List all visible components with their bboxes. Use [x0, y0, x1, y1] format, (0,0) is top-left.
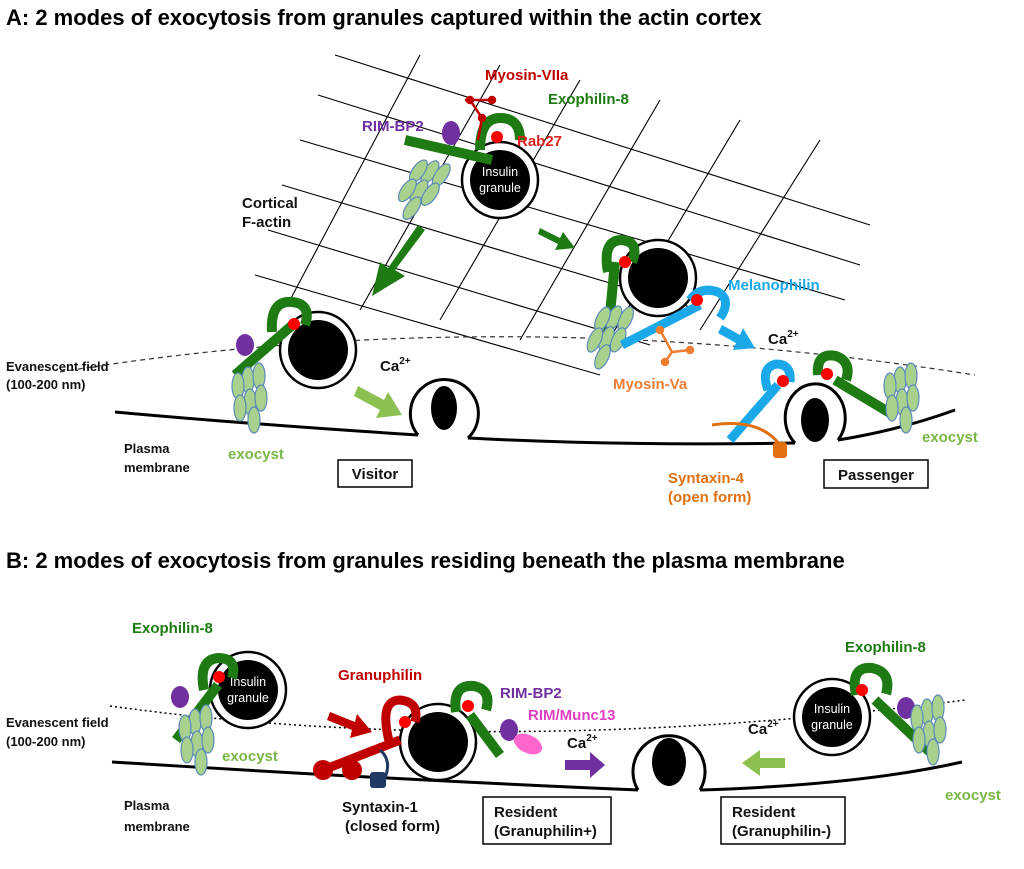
syntaxin4-label-2: (open form) [668, 489, 751, 506]
syntaxin1-label-1: Syntaxin-1 [342, 799, 418, 816]
melanophilin-label: Melanophilin [728, 277, 820, 294]
granule-b-left-label-1: Insulin [230, 675, 266, 689]
exophilin8-docked-passenger [812, 350, 893, 418]
exocyst-b-right [910, 694, 947, 766]
rab27-label: Rab27 [517, 133, 562, 150]
granule-label-line2: granule [479, 181, 521, 195]
plasma-membrane-label-a-2: membrane [124, 460, 190, 475]
panel-a-title: A: 2 modes of exocytosis from granules c… [6, 5, 762, 30]
exocyst-passenger-cortex [576, 295, 640, 375]
myosin-viia-label: Myosin-VIIa [485, 67, 569, 84]
fused-granule-b [631, 734, 707, 791]
plasma-membrane-label-b-2: membrane [124, 819, 190, 834]
resident-granuphilin-plus-granule [398, 702, 478, 782]
evanescent-boundary-a [59, 336, 976, 376]
panel-b-title: B: 2 modes of exocytosis from granules r… [6, 548, 845, 573]
exocyst-b-left [178, 704, 215, 776]
evanescent-label-b-2: (100-200 nm) [6, 734, 85, 749]
exophilin8-top [403, 112, 525, 165]
exocyst-label-b-right: exocyst [945, 787, 1001, 804]
resident-minus-box [720, 796, 846, 845]
visitor-fused-granule [408, 378, 480, 440]
syntaxin1-label-2: (closed form) [345, 818, 440, 835]
rim-bp2-label-a: RIM-BP2 [362, 118, 424, 135]
rim-bp2-b-right [897, 697, 915, 719]
passenger-box [823, 459, 929, 489]
granule-label-line1: Insulin [482, 165, 518, 179]
visitor-label: Visitor [352, 466, 399, 483]
rim-munc13-icon [513, 733, 543, 755]
arrow-ca-visitor [354, 386, 402, 418]
ca-label-passenger: Ca2+ [768, 329, 799, 348]
exophilin8-label-b-left: Exophilin-8 [132, 620, 213, 637]
ca-label-visitor: Ca2+ [380, 356, 411, 375]
evanescent-label-a-1: Evanescent field [6, 359, 109, 374]
exocyst-label-b-left: exocyst [222, 748, 278, 765]
plasma-membrane-a [114, 408, 956, 446]
plasma-membrane-b [111, 760, 963, 792]
syntaxin4-icon [711, 422, 787, 458]
rim-munc13-label: RIM/Munc13 [528, 707, 616, 724]
exophilin8-visitor [231, 296, 312, 379]
melanophilin-docked [726, 359, 795, 443]
syntaxin1-icon [370, 748, 390, 788]
visitor-box [337, 459, 413, 488]
rim-bp2-b-mid [500, 719, 518, 741]
arrow-granuphilin [327, 712, 372, 738]
arrow-ca-purple [565, 752, 605, 778]
plasma-membrane-label-a-1: Plasma [124, 441, 170, 456]
resident-minus-label-2: (Granuphilin-) [732, 823, 831, 840]
ca-label-b-right: Ca2+ [748, 719, 779, 738]
granuphilin-complex [313, 695, 421, 780]
resident-plus-label-1: Resident [494, 804, 557, 821]
ca-label-b-mid: Ca2+ [567, 733, 598, 752]
plasma-membrane-label-b-1: Plasma [124, 798, 170, 813]
granule-b-right-label-2: granule [811, 718, 853, 732]
melanophilin-passenger [619, 285, 730, 350]
syntaxin4-label-1: Syntaxin-4 [668, 470, 745, 487]
rim-bp2-visitor [236, 334, 254, 356]
passenger-fused-granule [783, 382, 847, 445]
arrow-to-visitor [372, 225, 425, 296]
granule-b-right-label-1: Insulin [814, 702, 850, 716]
cortical-actin-grid [254, 54, 871, 376]
exocyst-label-a-right: exocyst [922, 429, 978, 446]
myosin-viia-icon [465, 95, 497, 141]
insulin-granule-b-left: Insulin granule [208, 650, 288, 730]
myosin-va-label: Myosin-Va [613, 376, 688, 393]
rim-bp2-b-left [171, 686, 189, 708]
resident-plus-label-2: (Granuphilin+) [494, 823, 597, 840]
granule-b-left-label-2: granule [227, 691, 269, 705]
arrow-to-passenger [538, 228, 575, 250]
passenger-label: Passenger [838, 467, 914, 484]
resident-minus-label-1: Resident [732, 804, 795, 821]
arrow-ca-green-b [742, 750, 785, 776]
arrow-ca-passenger [718, 325, 755, 350]
rim-bp2-top [442, 121, 460, 145]
resident-plus-box [482, 796, 612, 845]
insulin-granule-b-right: Insulin granule [792, 677, 872, 757]
cortical-factin-label-1: Cortical [242, 195, 298, 212]
cortical-factin-label-2: F-actin [242, 214, 291, 231]
exophilin8-label-b-right: Exophilin-8 [845, 639, 926, 656]
rim-bp2-label-b: RIM-BP2 [500, 685, 562, 702]
evanescent-label-b-1: Evanescent field [6, 715, 109, 730]
exophilin8-b-mid [450, 680, 504, 758]
evanescent-label-a-2: (100-200 nm) [6, 377, 85, 392]
myosin-va-icon [655, 325, 695, 367]
exophilin8-label-a: Exophilin-8 [548, 91, 629, 108]
exocyst-label-a-left: exocyst [228, 446, 284, 463]
granuphilin-label: Granuphilin [338, 667, 422, 684]
